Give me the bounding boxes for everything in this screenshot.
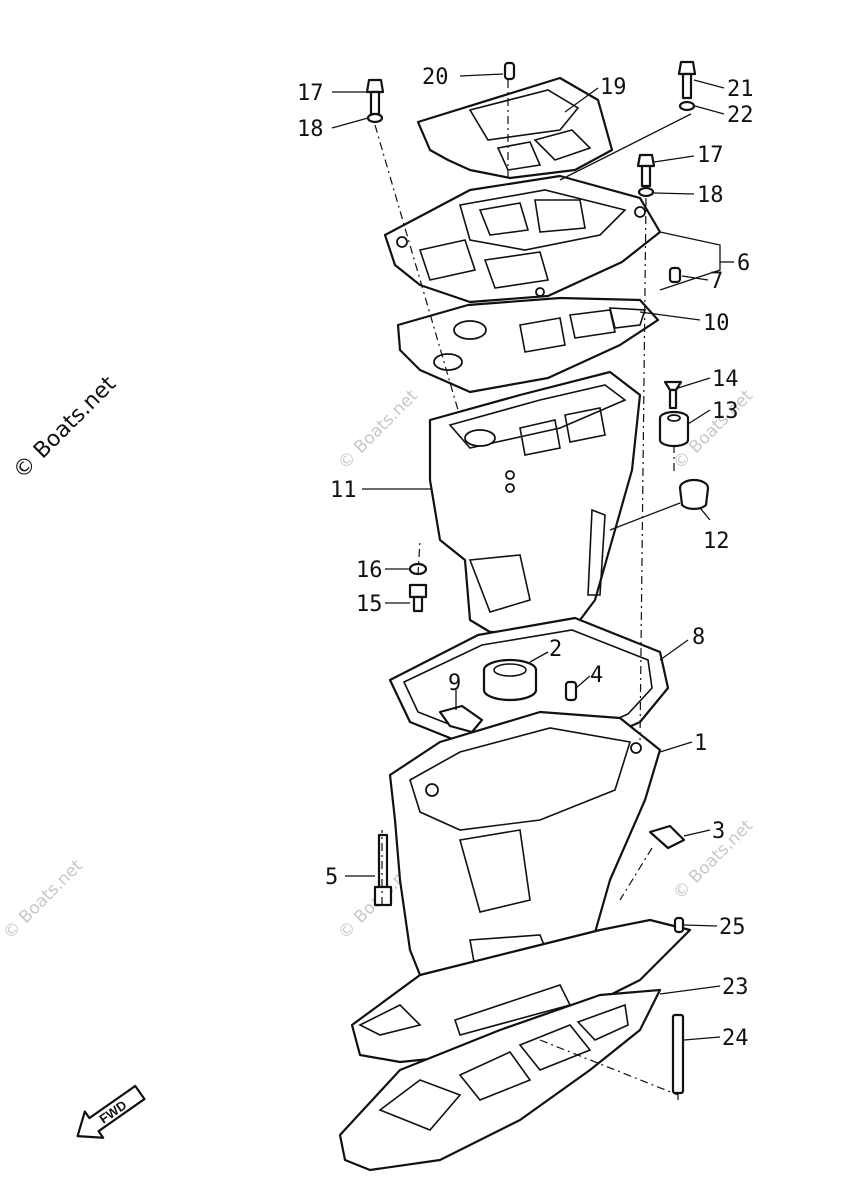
part-17-bolt-top-left[interactable] [365, 78, 385, 116]
part-22-washer[interactable] [678, 100, 696, 112]
callout-22[interactable]: 22 [727, 103, 754, 128]
alignment-lines [374, 80, 679, 1100]
part-20-dowel-pin[interactable] [503, 61, 516, 81]
callout-6[interactable]: 6 [737, 251, 750, 276]
callout-20[interactable]: 20 [422, 65, 449, 90]
callout-13[interactable]: 13 [712, 399, 739, 424]
part-25-pin[interactable] [673, 916, 685, 934]
callout-17[interactable]: 17 [697, 143, 724, 168]
part-12-plug[interactable] [678, 478, 710, 510]
callout-21[interactable]: 21 [727, 77, 754, 102]
part-9-bracket[interactable] [438, 704, 484, 734]
callout-10[interactable]: 10 [703, 311, 730, 336]
watermark-main: © Boats.net [9, 371, 122, 484]
part-23-lower-plate[interactable] [338, 988, 662, 1172]
callout-8[interactable]: 8 [692, 625, 705, 650]
part-3-cover[interactable] [648, 824, 686, 850]
part-11-exhaust-manifold[interactable] [428, 370, 642, 634]
part-2-seal-ring[interactable] [482, 658, 538, 702]
part-15-bolt[interactable] [408, 583, 428, 613]
callout-9[interactable]: 9 [448, 671, 461, 696]
callout-1[interactable]: 1 [694, 731, 707, 756]
callout-17[interactable]: 17 [297, 81, 324, 106]
callout-16[interactable]: 16 [356, 558, 383, 583]
part-14-screw[interactable] [663, 380, 683, 410]
callout-12[interactable]: 12 [703, 529, 730, 554]
part-18-washer-top-left[interactable] [366, 112, 384, 124]
part-4-dowel-pin[interactable] [564, 680, 578, 702]
part-19-gasket[interactable] [416, 76, 614, 180]
watermark-faint: © Boats.net [0, 856, 87, 944]
part-13-grommet[interactable] [658, 410, 690, 448]
callout-23[interactable]: 23 [722, 975, 749, 1000]
callout-5[interactable]: 5 [325, 865, 338, 890]
part-6-mount-plate[interactable] [383, 174, 662, 304]
fwd-arrow-icon: FWD [76, 1084, 146, 1139]
callout-24[interactable]: 24 [722, 1026, 749, 1051]
callout-11[interactable]: 11 [330, 478, 357, 503]
callout-15[interactable]: 15 [356, 592, 383, 617]
part-21-bolt[interactable] [677, 60, 697, 100]
part-17-bolt-right[interactable] [636, 153, 656, 188]
part-7-dowel-pin[interactable] [668, 266, 682, 284]
callout-labels: 17 18 20 19 21 22 17 18 6 7 10 14 13 11 … [297, 65, 754, 1051]
callout-14[interactable]: 14 [712, 367, 739, 392]
watermark-faint: © Boats.net [334, 386, 422, 474]
callout-7[interactable]: 7 [710, 269, 723, 294]
part-5-long-bolt[interactable] [373, 833, 393, 907]
callout-19[interactable]: 19 [600, 75, 627, 100]
callout-2[interactable]: 2 [549, 637, 562, 662]
leader-lines [331, 73, 734, 1041]
callout-3[interactable]: 3 [712, 819, 725, 844]
part-18-washer-right[interactable] [637, 186, 655, 198]
callout-18[interactable]: 18 [297, 117, 324, 142]
callout-18[interactable]: 18 [697, 183, 724, 208]
callout-4[interactable]: 4 [590, 663, 603, 688]
part-10-gasket[interactable] [396, 296, 660, 394]
callout-25[interactable]: 25 [719, 915, 746, 940]
lower-cowl [350, 918, 692, 1064]
part-24-stud[interactable] [671, 1013, 685, 1095]
